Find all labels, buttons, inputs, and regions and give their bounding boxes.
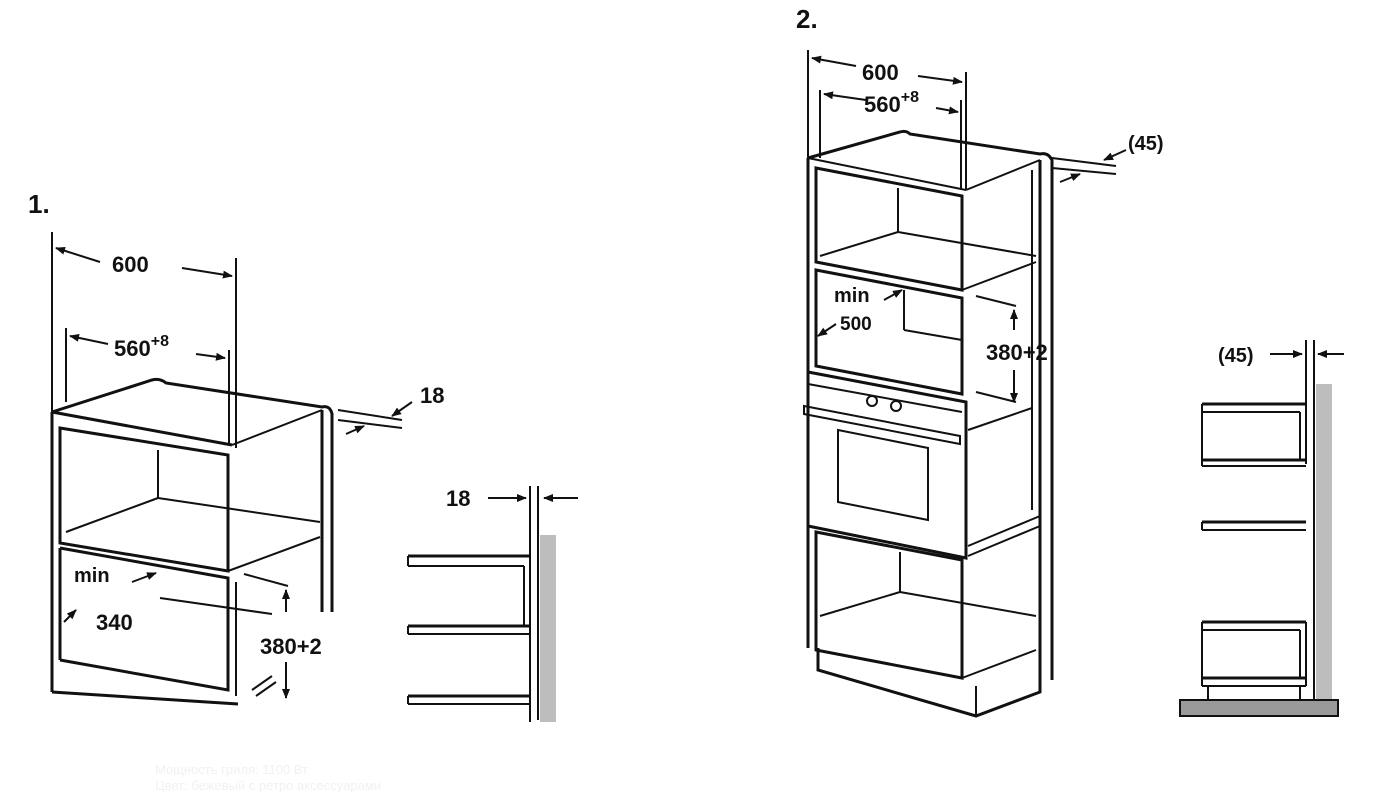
figure-2-side-dim: (45) [1128, 133, 1164, 155]
figure-2-min-depth: 500 [840, 314, 872, 335]
figure-1-min-label: min [74, 565, 110, 587]
figure-2 [803, 50, 1344, 718]
figure-2-outer-width: 600 [862, 60, 899, 85]
figure-2-inner-width: 560+8 [864, 89, 919, 117]
floor-section [1179, 699, 1339, 717]
background-text-line1: Мощность гриля: 1100 Вт [155, 762, 308, 777]
figure-1-side-dim: 18 [420, 383, 444, 408]
figure-2-side-view-dim: (45) [1218, 345, 1254, 367]
figure-1-side-view-dim: 18 [446, 486, 470, 511]
figure-2-min-label: min [834, 285, 870, 307]
background-text-line2: Цвет: бежевый с ретро аксессуарами [155, 778, 381, 793]
figure-1-number: 1. [28, 189, 50, 219]
figure-1-outer-width: 600 [112, 252, 149, 277]
figure-1-inner-width: 560+8 [114, 333, 169, 361]
figure-2-height: 380+2 [986, 340, 1048, 365]
figure-1 [50, 232, 578, 722]
figure-1-min-depth: 340 [96, 610, 133, 635]
figure-1-height: 380+2 [260, 634, 322, 659]
figure-2-number: 2. [796, 4, 818, 34]
wall-section-2 [1316, 384, 1332, 700]
wall-section [540, 535, 556, 722]
